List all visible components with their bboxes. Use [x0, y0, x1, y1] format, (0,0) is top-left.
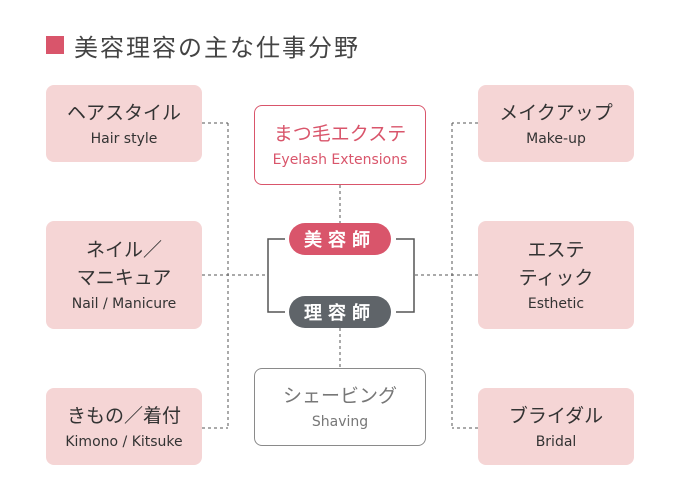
shaving-box: シェービング Shaving [254, 368, 426, 446]
shaving-label-en: Shaving [311, 414, 369, 430]
category-label-jp: きもの／着付 [66, 404, 181, 427]
title-marker [46, 36, 64, 54]
category-bridal: ブライダル Bridal [478, 388, 634, 465]
page-title-row: 美容理容の主な仕事分野 [46, 28, 360, 62]
category-label-en: Bridal [535, 433, 577, 450]
eyelash-extensions-box: まつ毛エクステ Eyelash Extensions [254, 105, 426, 185]
shaving-label-jp: シェービング [282, 385, 397, 407]
eyelash-label-en: Eyelash Extensions [272, 152, 408, 168]
category-label-en: Nail / Manicure [71, 296, 177, 312]
category-label-jp: ヘアスタイル [66, 101, 181, 124]
category-label-en: Kimono / Kitsuke [65, 433, 183, 450]
riyoushi-pill: 理容師 [289, 296, 391, 328]
category-kimono: きもの／着付 Kimono / Kitsuke [46, 388, 202, 465]
eyelash-label-jp: まつ毛エクステ [273, 123, 407, 145]
category-label-jp: メイクアップ [499, 101, 613, 124]
category-label-jp: ネイル／ マニキュア [76, 239, 172, 289]
category-label-jp: エステ ティック [518, 239, 594, 289]
category-makeup: メイクアップ Make-up [478, 85, 634, 162]
category-label-en: Hair style [90, 130, 158, 147]
category-nail: ネイル／ マニキュア Nail / Manicure [46, 221, 202, 329]
bracket-left [267, 238, 285, 313]
biyoushi-pill: 美容師 [289, 223, 391, 255]
category-label-en: Esthetic [527, 296, 585, 312]
category-esthetic: エステ ティック Esthetic [478, 221, 634, 329]
bracket-right [396, 238, 415, 313]
category-label-en: Make-up [526, 130, 586, 147]
page-title: 美容理容の主な仕事分野 [74, 33, 360, 62]
category-hair-style: ヘアスタイル Hair style [46, 85, 202, 162]
category-label-jp: ブライダル [508, 404, 604, 427]
